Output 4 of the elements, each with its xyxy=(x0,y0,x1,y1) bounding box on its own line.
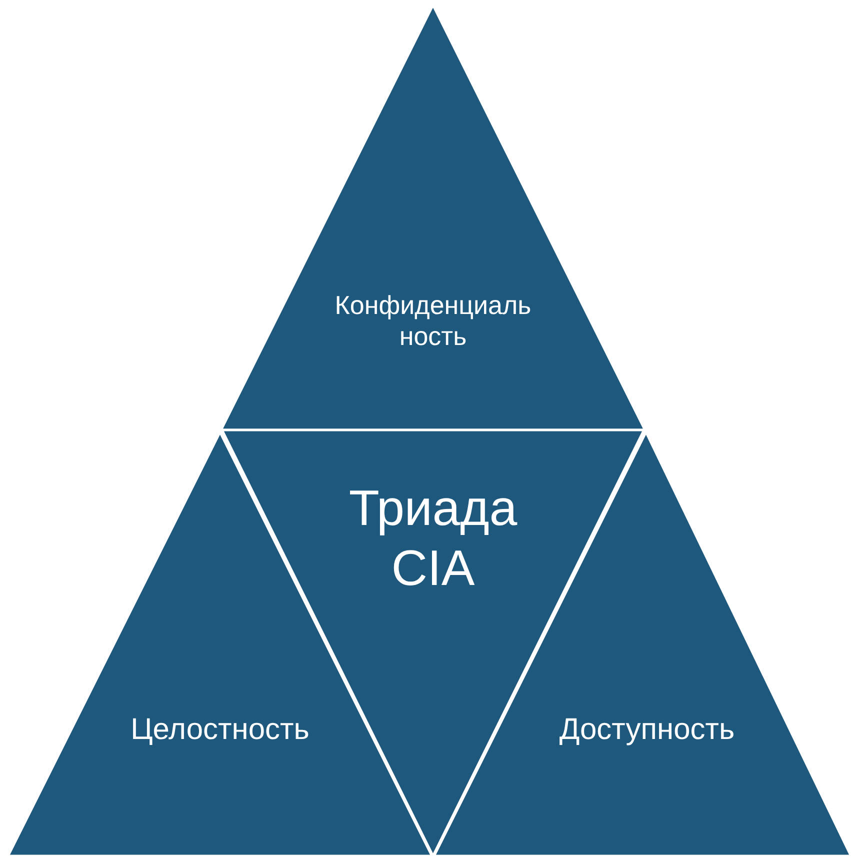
segment-label: Конфиденциальность xyxy=(334,290,532,352)
center-title: Триада CIA xyxy=(348,479,518,598)
segment-label: Доступность xyxy=(558,712,736,748)
segment-label: Целостность xyxy=(130,712,310,748)
